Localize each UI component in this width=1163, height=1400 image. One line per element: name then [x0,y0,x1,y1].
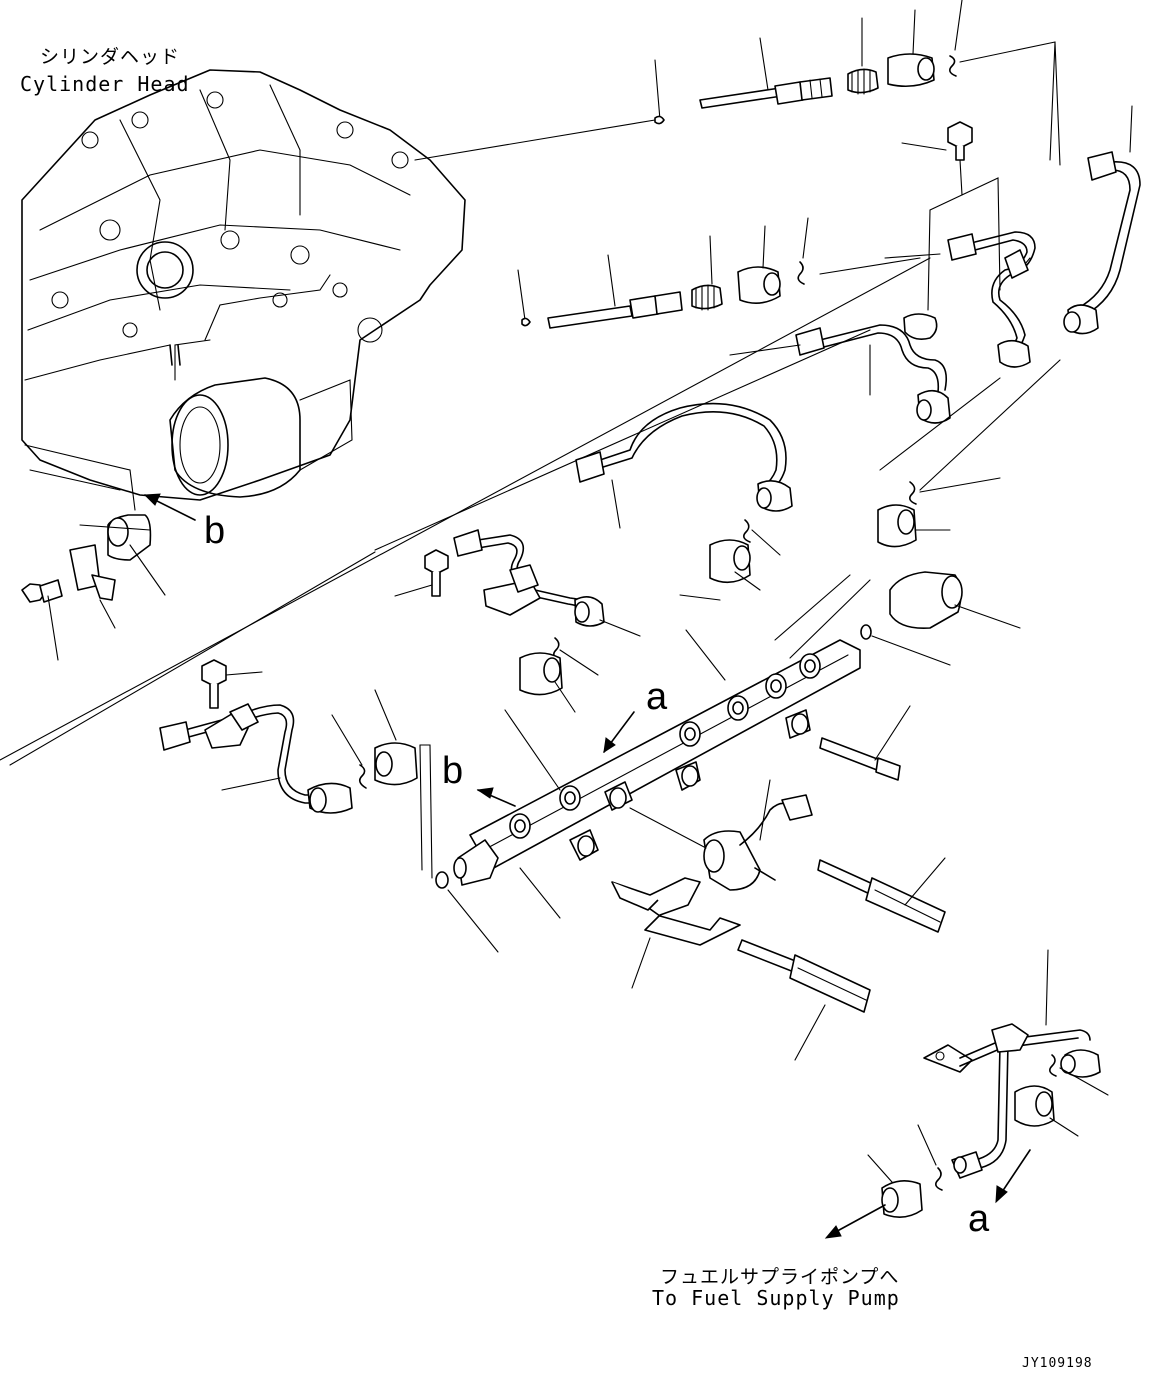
cylinder-head-illustration [21,69,466,511]
detail-a-assembly [867,949,1109,1218]
injector-rod-bottom [737,939,871,1061]
callout-b-lower: b [442,750,464,792]
bolt-left [201,659,263,709]
fuel-pump-label-jp: フュエルサプライポンプへ [660,1266,900,1288]
fuel-pipe-right [1063,105,1141,335]
bolt-upper [901,121,973,161]
clip-and-cap-left [331,689,418,789]
fuel-pipe-clamp-middle [453,529,641,637]
bracket-center [611,877,741,989]
callout-a-upper: a [646,676,668,718]
fuel-pipe-center-upper [795,313,951,424]
callout-a-lower: a [968,1198,990,1240]
plug-right [889,571,1021,630]
block-bracket-left [21,514,166,661]
fuel-pipe-center [575,402,793,529]
washer-left [435,871,499,953]
cylinder-head-label-jp: シリンダヘッド [40,46,181,68]
callout-b-upper: b [204,510,226,552]
pressure-sensor [629,779,813,891]
injector-set-upper [699,0,963,109]
clip-and-cap-middle [709,519,781,591]
clip-and-cap-right [877,477,1001,548]
fuel-pipe-left [159,703,353,814]
drawing-code: JY109198 [1022,1356,1093,1371]
injector-set-middle [517,217,809,329]
common-rail [453,639,861,919]
pin-right [819,705,911,781]
cylinder-head-label-en: Cylinder Head [20,72,190,96]
bolt-middle [394,549,449,597]
clip-and-cap-center-left [519,637,599,713]
fuel-pipe-center-right [947,231,1036,368]
injector-rod-right [817,857,946,933]
washer-right [860,624,951,666]
fuel-pump-label-en: To Fuel Supply Pump [652,1286,900,1310]
